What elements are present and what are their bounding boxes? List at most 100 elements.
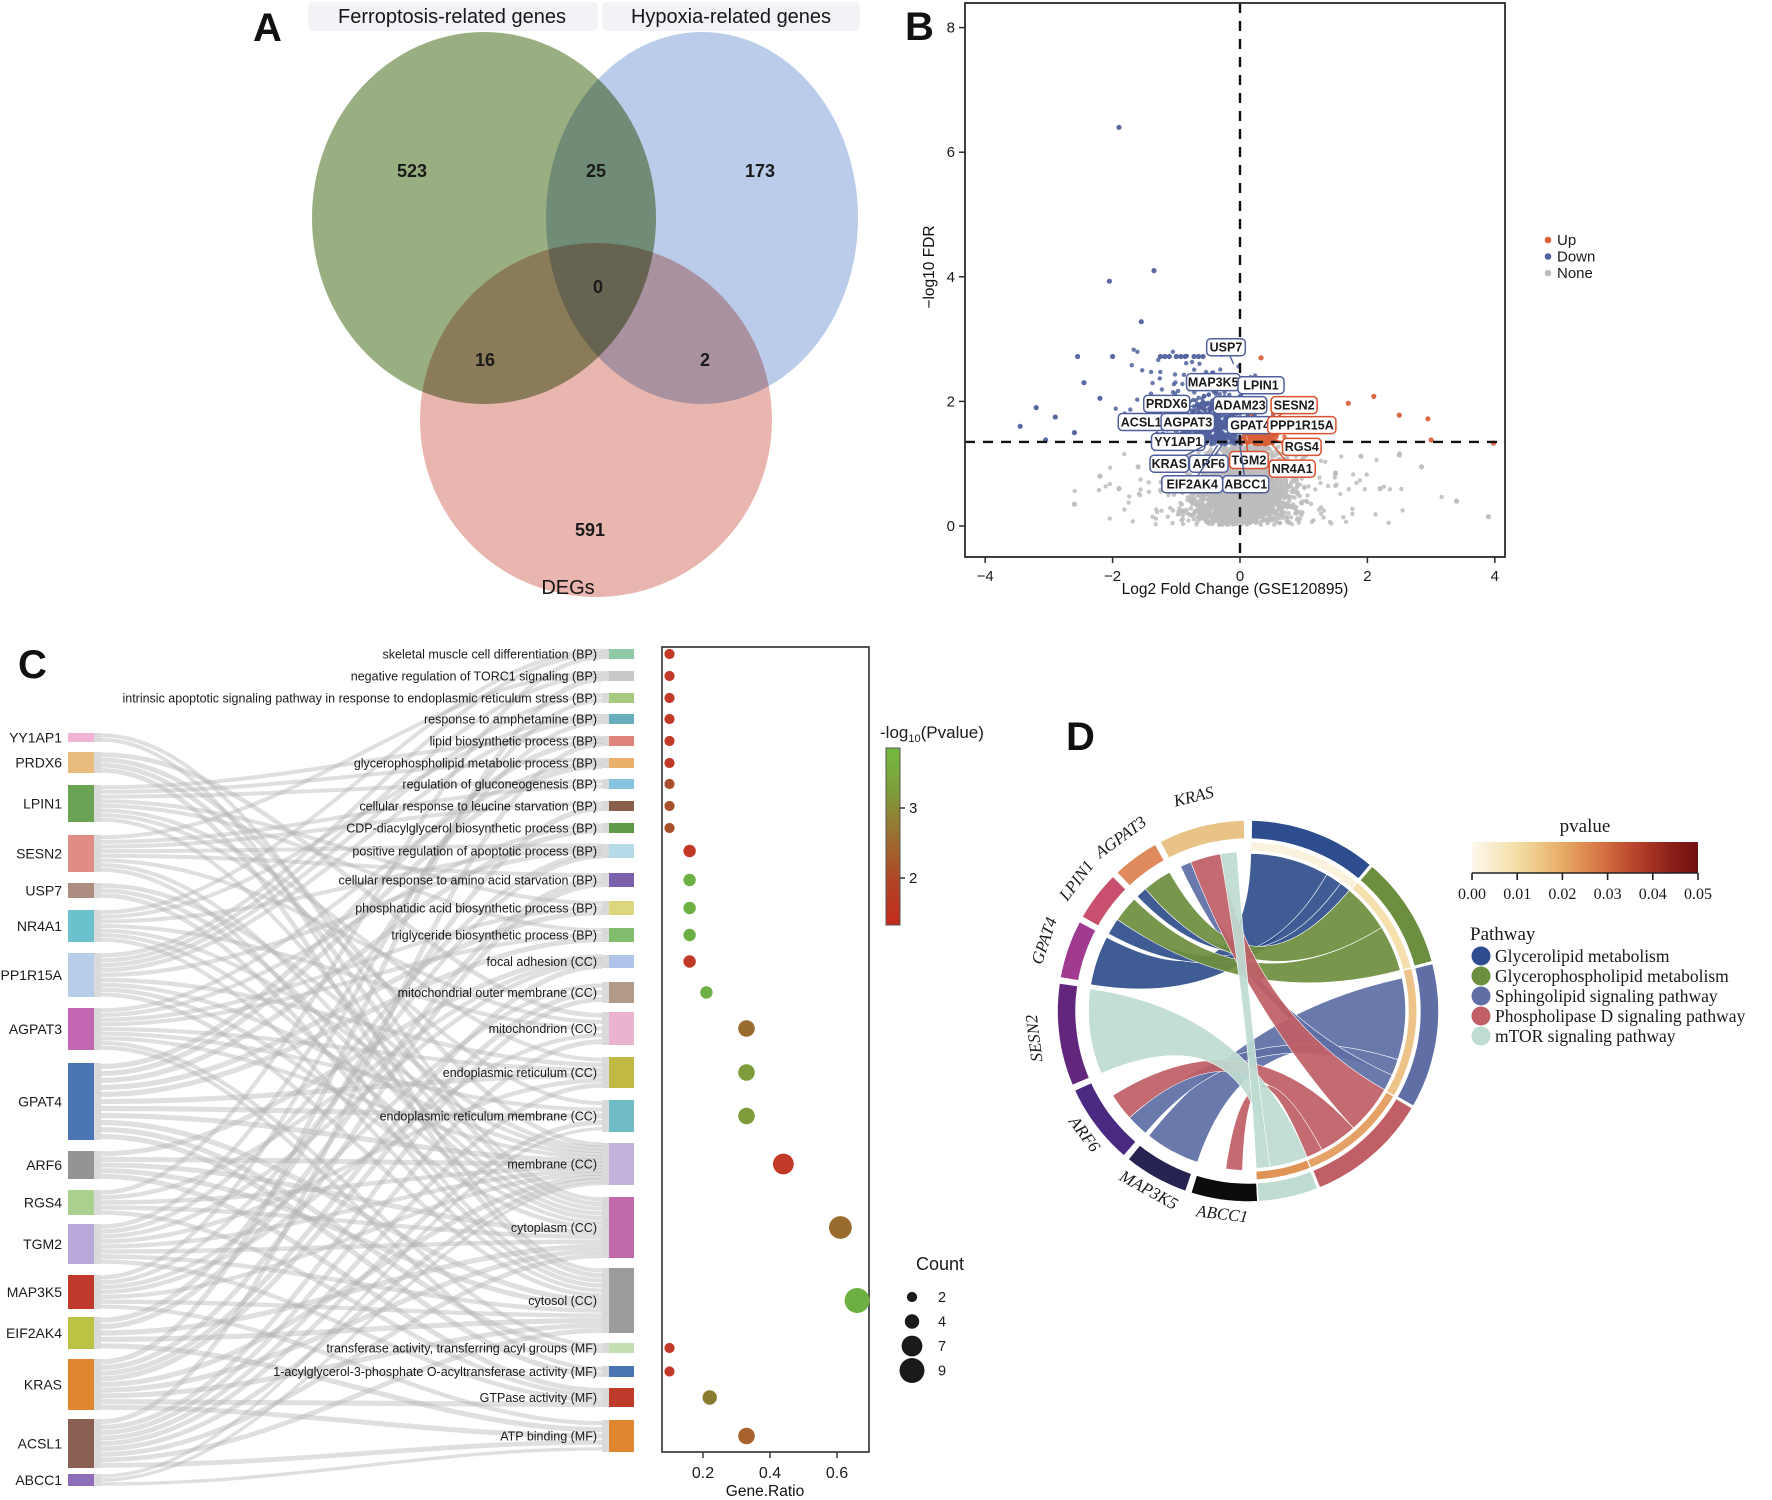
scatter-point (1354, 480, 1359, 486)
scatter-point (1242, 511, 1248, 517)
scatter-point (1345, 400, 1351, 406)
y-tick-label: 6 (947, 144, 955, 161)
scatter-point (1255, 497, 1260, 502)
scatter-point (1106, 278, 1112, 284)
enrichment-dot-20 (844, 1288, 870, 1313)
gene-node-stub (94, 752, 101, 773)
scatter-point (1159, 387, 1165, 392)
term-label: focal adhesion (CC) (487, 955, 597, 969)
scatter-point (1338, 491, 1343, 497)
scatter-point (1286, 510, 1291, 516)
scatter-point (1381, 484, 1387, 489)
term-node-19 (609, 1197, 634, 1258)
y-tick-label: 0 (947, 518, 955, 535)
term-node-16 (609, 1057, 634, 1088)
scatter-point (1265, 518, 1270, 523)
term-label: triglyceride biosynthetic process (BP) (391, 929, 597, 943)
scatter-point (1180, 516, 1186, 522)
scatter-point (1182, 353, 1188, 360)
scatter-point (1184, 507, 1190, 512)
scatter-point (1097, 395, 1103, 401)
scatter-point (1206, 431, 1211, 436)
scatter-point (1249, 517, 1255, 522)
enrichment-dot-17 (738, 1107, 755, 1125)
scatter-point (1418, 464, 1425, 470)
count-legend-label-9: 9 (938, 1364, 946, 1380)
scatter-point (1268, 486, 1273, 491)
scatter-point (1268, 436, 1273, 442)
term-node-stub (602, 1388, 609, 1407)
enrichment-dot-23 (702, 1390, 717, 1405)
scatter-point (1343, 519, 1349, 524)
scatter-point (1303, 498, 1309, 503)
scatter-point (1278, 480, 1283, 485)
venn-count-ferroptosis-only: 523 (397, 161, 427, 181)
scatter-point (1242, 508, 1247, 513)
term-node-21 (609, 1343, 634, 1353)
term-node-stub (602, 901, 609, 915)
scatter-point (1201, 393, 1207, 399)
scatter-point (1253, 469, 1258, 474)
scatter-point (1249, 508, 1255, 513)
gene-node-stub (94, 733, 101, 742)
scatter-point (1191, 397, 1196, 403)
chord-gene-arc-SESN2 (1056, 981, 1091, 1087)
scatter-point (1220, 522, 1225, 527)
term-label: ATP binding (MF) (500, 1430, 597, 1444)
enrichment-dot-3 (664, 713, 675, 725)
chord-gene-label-LPIN1: LPIN1 (1055, 857, 1098, 905)
gene-node-stub (94, 1419, 101, 1468)
chord-gene-arc-GPAT4 (1058, 920, 1098, 983)
scatter-point (1364, 472, 1369, 477)
scatter-point (1195, 499, 1201, 504)
gene-label-USP7: USP7 (1210, 340, 1243, 354)
scatter-point (1396, 412, 1402, 418)
venn-panel: A Ferroptosis-related genes Hypoxia-rela… (253, 2, 860, 599)
scatter-point (1157, 376, 1163, 381)
term-label: CDP-diacylglycerol biosynthetic process … (346, 822, 597, 836)
scatter-point (1127, 494, 1132, 499)
gene-label-TGM2: TGM2 (1232, 453, 1267, 467)
dotplot-x-tick-label: 0.6 (826, 1465, 848, 1482)
scatter-point (1137, 493, 1143, 498)
term-node-13 (609, 955, 634, 968)
scatter-point (1297, 482, 1303, 487)
venn-count-degs-only: 591 (575, 520, 605, 540)
term-node-stub (602, 1420, 609, 1452)
scatter-point (1212, 518, 1218, 523)
enrichment-dot-22 (664, 1366, 675, 1377)
chord-gene-label-ABCC1: ABCC1 (1194, 1201, 1249, 1226)
scatter-point (1281, 513, 1286, 518)
chord-gene-label-SESN2: SESN2 (1022, 1013, 1047, 1063)
term-label: cellular response to amino acid starvati… (339, 874, 597, 888)
pvalue-tick-label: 0.00 (1458, 886, 1486, 903)
scatter-point (1203, 506, 1208, 511)
scatter-point (1196, 395, 1201, 400)
scatter-point (1254, 516, 1260, 521)
scatter-point (1146, 489, 1152, 494)
pathway-legend-label: Phospholipase D signaling pathway (1495, 1006, 1746, 1026)
scatter-point (1017, 423, 1023, 429)
count-legend-label-4: 4 (938, 1315, 946, 1331)
scatter-point (1184, 510, 1190, 516)
scatter-point (1253, 520, 1259, 525)
scatter-point (1279, 508, 1284, 513)
scatter-point (1332, 470, 1339, 476)
scatter-point (1072, 488, 1077, 494)
scatter-point (1295, 491, 1300, 496)
scatter-point (1305, 493, 1310, 498)
scatter-point (1170, 508, 1176, 513)
scatter-point (1227, 518, 1233, 523)
scatter-point (1191, 512, 1196, 517)
scatter-point (1210, 440, 1215, 446)
enrichment-dot-24 (738, 1427, 755, 1445)
scatter-point (1265, 496, 1270, 501)
scatter-point (1281, 484, 1287, 489)
legend-label-none: None (1557, 265, 1593, 282)
scatter-point (1396, 452, 1402, 458)
scatter-point (1097, 473, 1103, 479)
scatter-point (1350, 506, 1355, 512)
scatter-point (1321, 508, 1327, 513)
term-label: mitochondrial outer membrane (CC) (398, 986, 597, 1000)
scatter-point (1206, 496, 1211, 501)
